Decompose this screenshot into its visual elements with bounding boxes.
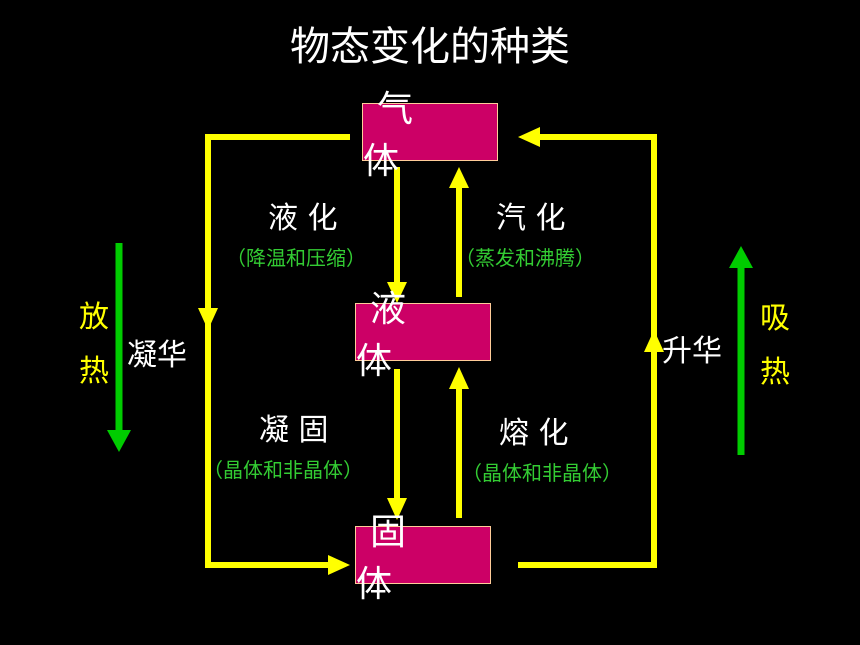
state-liquid-box: 液 体: [355, 289, 491, 382]
vaporization-note: （蒸发和沸腾）: [455, 246, 595, 270]
state-gas-box: 气 体: [362, 89, 498, 182]
heat-release-label: 放 热: [74, 291, 114, 399]
vaporization-arrowhead: [449, 167, 469, 188]
state-solid-box: 固 体: [355, 512, 491, 605]
heat-release-char-1: 放: [79, 300, 109, 335]
sublimation-end-arrowhead: [518, 127, 540, 147]
solidification-label: 凝 固: [259, 413, 329, 448]
sublimation-mid-arrowhead: [644, 330, 664, 352]
heat-absorb-char-1: 吸: [760, 301, 790, 336]
solidification-arrowhead: [387, 498, 407, 520]
desublimation-path: [205, 134, 350, 568]
heat-absorb-arrowhead: [729, 246, 753, 268]
solidification-note: （晶体和非晶体）: [203, 458, 363, 482]
melting-arrowhead: [449, 367, 469, 389]
liquefaction-label: 液 化: [268, 201, 338, 236]
desublimation-label: 凝华: [127, 338, 187, 373]
liquefaction-arrowhead: [387, 282, 407, 303]
heat-absorb-label: 吸 热: [755, 292, 795, 400]
desublimation-mid-arrowhead: [198, 308, 218, 330]
sublimation-label: 升华: [662, 334, 722, 369]
liquefaction-note: （降温和压缩）: [226, 246, 366, 270]
melting-note: （晶体和非晶体）: [462, 461, 622, 485]
vaporization-label: 汽 化: [496, 201, 566, 236]
melting-label: 熔 化: [499, 416, 569, 451]
heat-release-char-2: 热: [79, 354, 109, 389]
heat-release-arrowhead: [107, 430, 131, 452]
desublimation-end-arrowhead: [328, 555, 350, 575]
page-title: 物态变化的种类: [290, 24, 570, 70]
heat-absorb-char-2: 热: [760, 355, 790, 390]
